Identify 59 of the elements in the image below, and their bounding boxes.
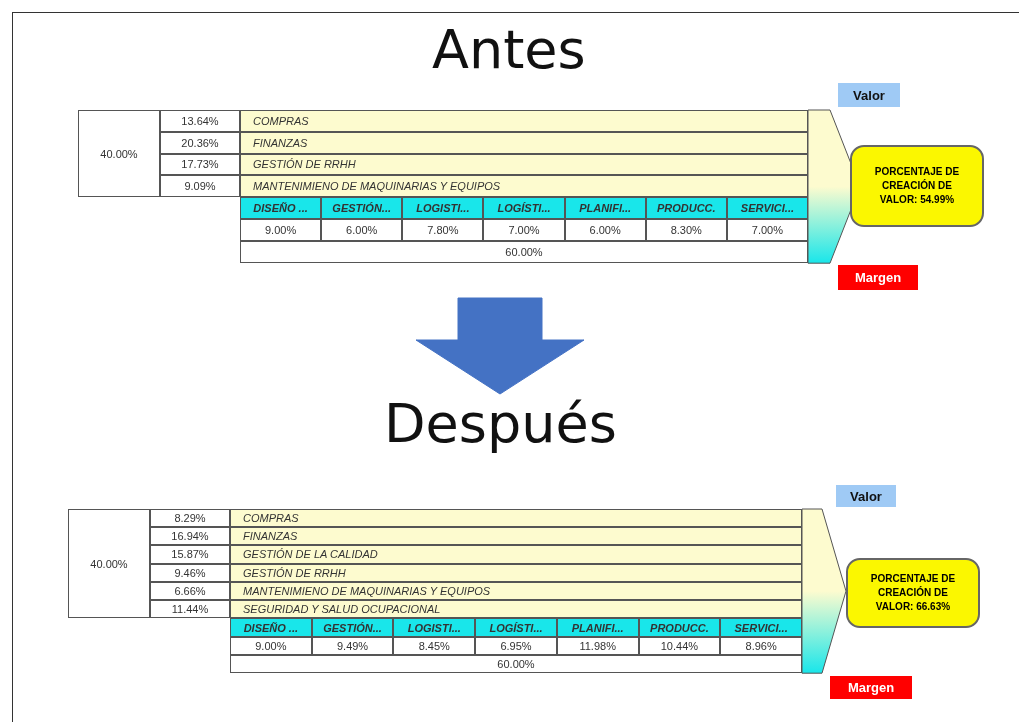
percentage-cell: 11.98%	[556, 637, 639, 656]
percentage-cell: 20.36%	[160, 131, 240, 154]
value-tag: Valor	[838, 83, 900, 107]
percentage-cell: 9.46%	[150, 563, 230, 582]
percentage-cell: 8.96%	[720, 637, 802, 656]
support-activity-cell: GESTIÓN DE LA CALIDAD	[230, 545, 802, 564]
percentage-cell: 7.00%	[483, 219, 565, 242]
result-callout: PORCENTAJE DE CREACIÓN DE VALOR: 66.63%	[846, 558, 980, 628]
support-activity-cell: COMPRAS	[230, 509, 802, 528]
total-support-cell: 40.00%	[68, 509, 150, 619]
support-activity-cell: GESTIÓN DE RRHH	[240, 153, 808, 176]
section-heading: Después	[384, 392, 617, 455]
primary-activity-header: GESTIÓN...	[311, 618, 394, 638]
percentage-cell: 9.09%	[160, 175, 240, 198]
primary-activity-header: DISEÑO ...	[240, 197, 322, 220]
primary-activity-header: LOGISTI...	[402, 197, 484, 220]
primary-activity-header: PRODUCC.	[645, 197, 727, 220]
margin-tag: Margen	[830, 676, 912, 699]
primary-activity-header: SERVICI...	[720, 618, 802, 638]
support-activity-cell: SEGURIDAD Y SALUD OCUPACIONAL	[230, 600, 802, 619]
percentage-cell: 9.00%	[240, 219, 322, 242]
support-activity-cell: FINANZAS	[230, 527, 802, 546]
primary-activity-header: PLANIFI...	[556, 618, 639, 638]
primary-activity-header: LOGÍSTI...	[483, 197, 565, 220]
percentage-cell: 8.45%	[393, 637, 476, 656]
percentage-cell: 17.73%	[160, 153, 240, 176]
result-callout: PORCENTAJE DE CREACIÓN DE VALOR: 54.99%	[850, 145, 984, 227]
margin-tag: Margen	[838, 265, 918, 290]
percentage-cell: 7.80%	[402, 219, 484, 242]
percentage-cell: 6.00%	[564, 219, 646, 242]
percentage-cell: 9.49%	[311, 637, 394, 656]
percentage-cell: 15.87%	[150, 545, 230, 564]
primary-activity-header: PRODUCC.	[638, 618, 721, 638]
primary-activity-header: LOGISTI...	[393, 618, 476, 638]
primary-activity-header: LOGÍSTI...	[475, 618, 557, 638]
down-arrow	[415, 297, 585, 395]
percentage-cell: 16.94%	[150, 527, 230, 546]
percentage-cell: 6.00%	[321, 219, 403, 242]
primary-activity-header: SERVICI...	[726, 197, 808, 220]
support-activity-cell: MANTENIMIENO DE MAQUINARIAS Y EQUIPOS	[240, 175, 808, 198]
total-primary-cell: 60.00%	[230, 655, 802, 674]
total-support-cell: 40.00%	[78, 110, 160, 198]
primary-activity-header: PLANIFI...	[564, 197, 646, 220]
section-heading: Antes	[432, 18, 586, 81]
percentage-cell: 9.00%	[230, 637, 312, 656]
value-tag: Valor	[836, 485, 896, 507]
percentage-cell: 8.30%	[645, 219, 727, 242]
primary-activity-header: GESTIÓN...	[321, 197, 403, 220]
total-primary-cell: 60.00%	[240, 241, 808, 264]
support-activity-cell: FINANZAS	[240, 131, 808, 154]
primary-activity-header: DISEÑO ...	[230, 618, 312, 638]
percentage-cell: 13.64%	[160, 110, 240, 132]
support-activity-cell: COMPRAS	[240, 110, 808, 132]
percentage-cell: 7.00%	[726, 219, 808, 242]
percentage-cell: 8.29%	[150, 509, 230, 528]
percentage-cell: 11.44%	[150, 600, 230, 619]
percentage-cell: 10.44%	[638, 637, 721, 656]
percentage-cell: 6.66%	[150, 581, 230, 600]
percentage-cell: 6.95%	[475, 637, 557, 656]
